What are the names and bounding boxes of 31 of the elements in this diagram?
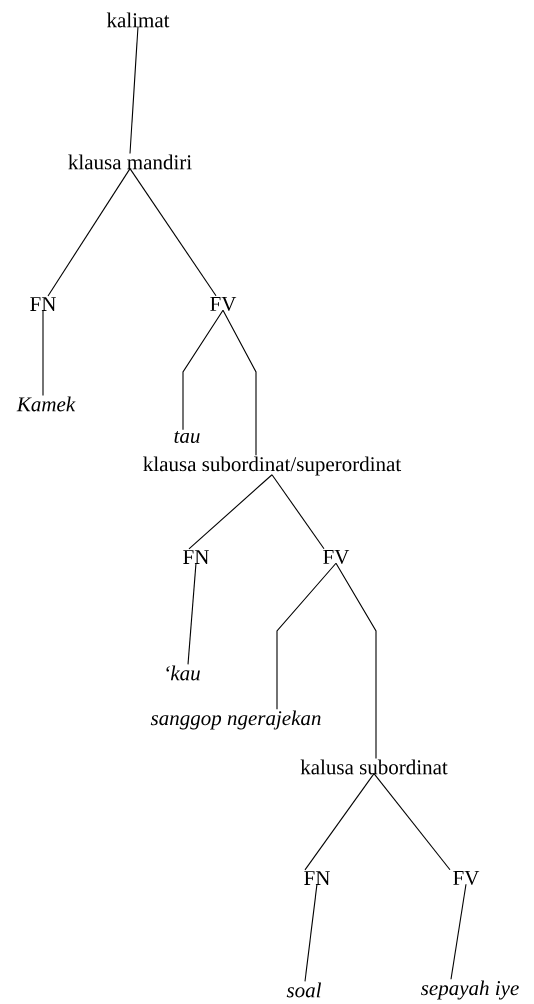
tree-branch — [276, 562, 337, 710]
tree-label: FV — [453, 870, 480, 886]
tree-branch — [188, 474, 273, 550]
tree-label: klausa subordinat/superordinat — [143, 456, 402, 476]
tree-label: FN — [30, 297, 56, 311]
tree-label: FN — [304, 871, 330, 885]
tree-branch — [42, 309, 44, 396]
leaf-word: ‘kau — [166, 665, 200, 681]
tree-branch — [335, 562, 377, 759]
tree-label: FV — [323, 549, 350, 565]
leaf-word: tau — [174, 430, 200, 444]
tree-label: kalusa subordinat — [300, 759, 448, 775]
tree-branch — [304, 773, 375, 871]
leaf-word: sepayah iye — [421, 980, 519, 1000]
tree-branch — [182, 309, 224, 431]
tree-branch — [450, 883, 467, 980]
tree-branch — [129, 168, 217, 297]
tree-label: FV — [210, 296, 237, 312]
leaf-word: Kamek — [16, 396, 76, 412]
tree-label: klausa mandiri — [68, 154, 192, 170]
tree-branch — [187, 562, 197, 665]
leaf-word: sanggop ngerajekan — [150, 710, 321, 730]
tree-branch — [271, 474, 325, 550]
leaf-word: soal — [286, 982, 322, 998]
tree-branch — [304, 883, 318, 982]
tree-label: FN — [183, 550, 209, 564]
tree-branch — [222, 309, 257, 456]
tree-label: kalimat — [106, 12, 170, 28]
tree-branch — [373, 773, 451, 871]
tree-branch — [47, 168, 131, 297]
tree-branch — [129, 26, 139, 154]
